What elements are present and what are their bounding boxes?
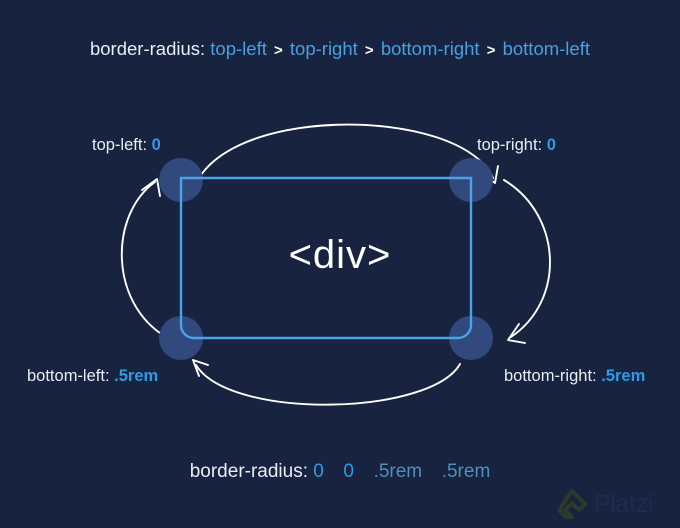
corner-label-top-left: top-left: 0 xyxy=(92,136,161,155)
platzi-watermark: Platzi xyxy=(557,489,653,519)
header-corner-top-right: top-right xyxy=(289,38,358,59)
corner-label-bottom-right: bottom-right: .5rem xyxy=(504,367,645,386)
div-box-outline xyxy=(179,176,473,340)
corner-value-top-right: 0 xyxy=(546,136,556,154)
header-separator-1: > xyxy=(274,42,283,59)
flow-arrow-head-left xyxy=(141,178,161,197)
flow-arc-left xyxy=(120,181,167,338)
corner-node-bottom-right xyxy=(449,316,493,360)
corner-value-bottom-left: .5rem xyxy=(114,367,159,385)
flow-arc-top xyxy=(191,123,494,197)
corner-label-bottom-left: bottom-left: .5rem xyxy=(27,367,158,386)
corner-label-bottom-right-text: bottom-right: xyxy=(504,367,597,385)
footer-property-name: border-radius: xyxy=(189,461,308,482)
corner-node-bottom-left xyxy=(159,316,203,360)
header-formula: border-radius: top-left > top-right > bo… xyxy=(0,38,680,60)
flow-arrow-head-right xyxy=(507,323,526,344)
corner-label-top-right: top-right: 0 xyxy=(477,136,556,155)
corner-value-bottom-right: .5rem xyxy=(601,367,646,385)
header-separator-3: > xyxy=(486,42,496,59)
platzi-watermark-text: Platzi xyxy=(594,489,653,518)
footer-formula: border-radius: 0 0 .5rem .5rem xyxy=(0,461,680,483)
header-property-name: border-radius: xyxy=(89,38,206,59)
corner-label-top-left-text: top-left: xyxy=(92,136,148,154)
footer-value-2: 0 xyxy=(343,461,354,482)
flow-arrow-head-bottom xyxy=(192,359,209,377)
header-corner-bottom-right: bottom-right xyxy=(380,38,480,59)
corner-label-top-right-text: top-right: xyxy=(477,136,543,154)
header-corner-top-left: top-left xyxy=(210,38,267,59)
footer-value-1: 0 xyxy=(313,461,324,482)
corner-value-top-left: 0 xyxy=(151,136,161,154)
footer-value-4: .5rem xyxy=(441,461,491,482)
div-element-label: <div> xyxy=(288,233,392,277)
corner-label-bottom-left-text: bottom-left: xyxy=(27,367,110,385)
header-corner-bottom-left: bottom-left xyxy=(502,38,590,59)
footer-value-3: .5rem xyxy=(373,461,423,482)
header-separator-2: > xyxy=(364,42,374,59)
flow-arc-right xyxy=(503,179,551,338)
flow-arc-bottom xyxy=(195,363,461,406)
platzi-logo-icon xyxy=(557,489,587,519)
